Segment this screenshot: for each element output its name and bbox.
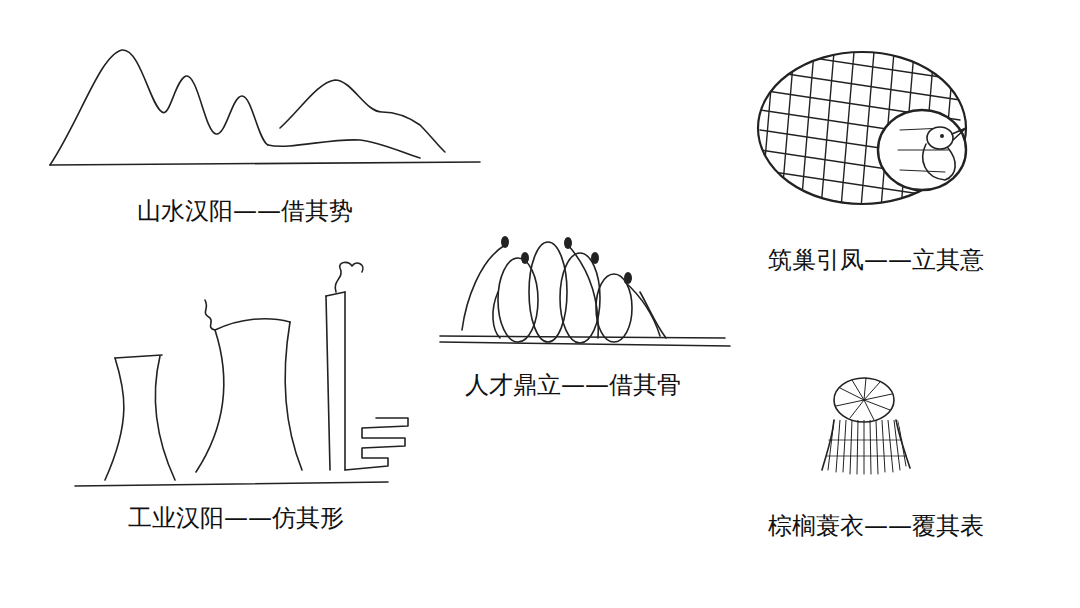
caption-label: 筑巢引凤——立其意: [766, 246, 986, 275]
caption-label: 人才鼎立——借其骨: [463, 371, 683, 400]
caption-label: 工业汉阳——仿其形: [126, 504, 346, 533]
factory-sketch: [75, 262, 408, 486]
caption-label: 山水汉阳——借其势: [135, 197, 355, 226]
people-sketch: [440, 242, 730, 346]
caption-label: 棕榈蓑衣——覆其表: [766, 512, 986, 541]
nest-sketch: [758, 40, 966, 220]
palm-cape-sketch: [822, 378, 910, 474]
mountain-sketch: [50, 50, 480, 165]
